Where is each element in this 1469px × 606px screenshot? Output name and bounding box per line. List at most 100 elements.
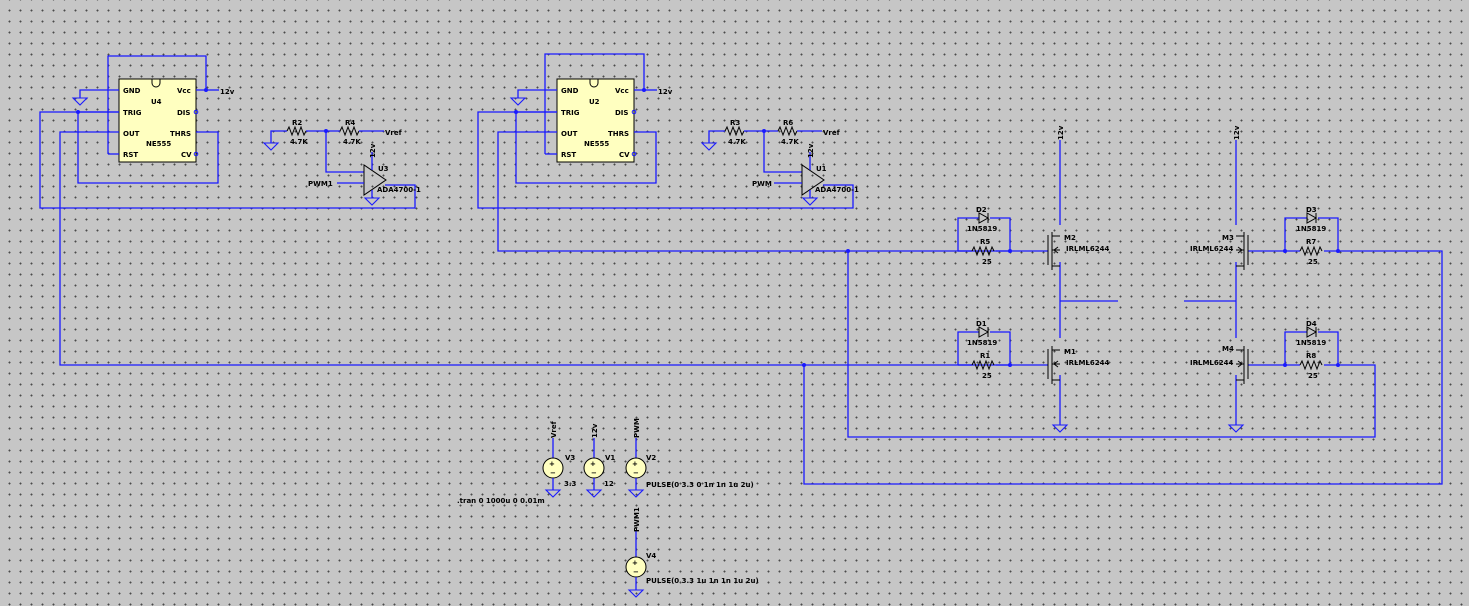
diode-d2[interactable]: D2 1N5819: [967, 206, 997, 233]
svg-text:+: +: [590, 460, 596, 468]
u2-pin-trig: TRIG: [561, 109, 580, 117]
r1-value: 25: [982, 372, 992, 380]
u4-pin-trig: TRIG: [123, 109, 142, 117]
r5-ref: R5: [980, 238, 990, 246]
resistor-r1[interactable]: R1 25: [971, 352, 995, 380]
v1-net: 12v: [591, 423, 599, 438]
v2-ref: V2: [646, 454, 656, 462]
v2-value: PULSE(0 3.3 0 1n 1n 1u 2u): [646, 481, 754, 489]
u2-pin-dis: DIS: [615, 109, 628, 117]
bridge-right-leg: 12v: [803, 125, 1443, 485]
m4-model: IRLML6244: [1190, 359, 1233, 367]
d2-ref: D2: [976, 206, 987, 214]
m3-model: IRLML6244: [1190, 245, 1233, 253]
svg-text:−: −: [591, 469, 597, 477]
r2-ref: R2: [292, 119, 302, 127]
u2-ref-label: U2: [589, 98, 600, 106]
source-v1[interactable]: + − 12v V1 12: [583, 423, 615, 498]
u4-pin-dis: DIS: [177, 109, 190, 117]
comparator-u1[interactable]: PWM U1 ADA4700-1 12v: [752, 143, 859, 206]
r1-ref: R1: [980, 352, 990, 360]
wires-u4: [39, 55, 1010, 366]
timer-u4[interactable]: GND TRIG OUT RST Vcc DIS THRS CV U4 NE55…: [118, 78, 197, 163]
timer-u2[interactable]: GND TRIG OUT RST Vcc DIS THRS CV U2 NE55…: [556, 78, 635, 163]
u1-input-pwm: PWM: [752, 180, 772, 188]
svg-text:−: −: [550, 469, 556, 477]
u2-pin-rst: RST: [561, 151, 576, 159]
divider-right[interactable]: R3 4.7K R6 4.7K Vref: [700, 119, 841, 173]
u4-pin-cv: CV: [181, 151, 192, 159]
d3-model: 1N5819: [1296, 225, 1326, 233]
d1-model: 1N5819: [967, 339, 997, 347]
source-v2[interactable]: + − PWM V2 PULSE(0 3.3 0 1n 1n 1u 2u): [625, 418, 754, 498]
m1-ref: M1: [1064, 348, 1076, 356]
diode-d3[interactable]: D3 1N5819: [1296, 206, 1326, 233]
u4-ref-label: U4: [151, 98, 162, 106]
v4-ref: V4: [646, 552, 656, 560]
r6-value: 4.7K: [781, 138, 799, 146]
bridge-left-leg: 12v: [802, 125, 1118, 433]
u3-ref: U3: [378, 165, 389, 173]
r8-ref: R8: [1306, 352, 1316, 360]
v4-value: PULSE(0 3.3 1u 1n 1n 1u 2u): [646, 577, 759, 585]
svg-text:−: −: [633, 469, 639, 477]
d2-model: 1N5819: [967, 225, 997, 233]
u2-net-12v: 12v: [658, 88, 673, 96]
r5-value: 25: [982, 258, 992, 266]
u3-input-pwm1: PWM1: [308, 180, 333, 188]
diode-d4[interactable]: D4 1N5819: [1296, 320, 1326, 347]
r6-ref: R6: [783, 119, 793, 127]
svg-text:+: +: [632, 559, 638, 567]
u4-pin-thrs: THRS: [170, 130, 191, 138]
r3-value: 4.7K: [728, 138, 746, 146]
vref-label-right: Vref: [823, 129, 841, 137]
wires-u2: [477, 53, 1010, 252]
r3-ref: R3: [730, 119, 740, 127]
u4-net-12v: 12v: [220, 88, 235, 96]
m2-ref: M2: [1064, 234, 1076, 242]
d4-model: 1N5819: [1296, 339, 1326, 347]
svg-text:+: +: [549, 460, 555, 468]
mosfet-m1[interactable]: M1 IRLML6244: [1047, 346, 1109, 384]
u4-pin-out: OUT: [123, 130, 140, 138]
bridge-left-12v: 12v: [1057, 125, 1065, 140]
u2-pin-out: OUT: [561, 130, 578, 138]
v3-value: 3.3: [564, 480, 577, 488]
vref-label-left: Vref: [385, 129, 403, 137]
ground-symbol-u4: [71, 97, 89, 106]
mosfet-m3[interactable]: M3 IRLML6244: [1190, 232, 1249, 270]
resistor-r8[interactable]: R8 25: [1299, 352, 1323, 380]
d4-ref: D4: [1306, 320, 1317, 328]
u3-supply-12v: 12v: [369, 143, 377, 158]
comparator-u3[interactable]: PWM1 U3 ADA4700-1 12v: [308, 143, 421, 206]
v2-net: PWM: [633, 418, 641, 438]
v3-ref: V3: [565, 454, 575, 462]
source-v3[interactable]: + − Vref V3 3.3: [542, 420, 577, 498]
r4-ref: R4: [345, 119, 355, 127]
d1-ref: D1: [976, 320, 987, 328]
u1-supply-12v: 12v: [807, 143, 815, 158]
u4-model-label: NE555: [146, 140, 171, 148]
sim-directive[interactable]: .tran 0 1000u 0 0.01m: [457, 497, 545, 505]
u4-pin-vcc: Vcc: [177, 87, 191, 95]
r8-value: 25: [1308, 372, 1318, 380]
v1-value: 12: [604, 480, 614, 488]
u1-model: ADA4700-1: [815, 186, 859, 194]
u2-pin-vcc: Vcc: [615, 87, 629, 95]
ground-symbol-u2: [509, 97, 527, 106]
diode-d1[interactable]: D1 1N5819: [967, 320, 997, 347]
u1-ref: U1: [816, 165, 827, 173]
r7-value: 25: [1308, 258, 1318, 266]
u4-pin-rst: RST: [123, 151, 138, 159]
v1-ref: V1: [605, 454, 615, 462]
mosfet-m4[interactable]: M4 IRLML6244: [1190, 345, 1249, 384]
svg-text:−: −: [633, 568, 639, 576]
v4-net: PWM1: [633, 507, 641, 532]
m2-model: IRLML6244: [1066, 245, 1109, 253]
resistor-r7[interactable]: R7 25: [1299, 238, 1323, 266]
source-v4[interactable]: + − PWM1 V4 PULSE(0 3.3 1u 1n 1n 1u 2u): [625, 507, 759, 598]
divider-left[interactable]: R2 4.7K R4 4.7K Vref: [262, 119, 403, 173]
resistor-r5[interactable]: R5 25: [971, 238, 995, 266]
mosfet-m2[interactable]: M2 IRLML6244: [1047, 232, 1109, 270]
